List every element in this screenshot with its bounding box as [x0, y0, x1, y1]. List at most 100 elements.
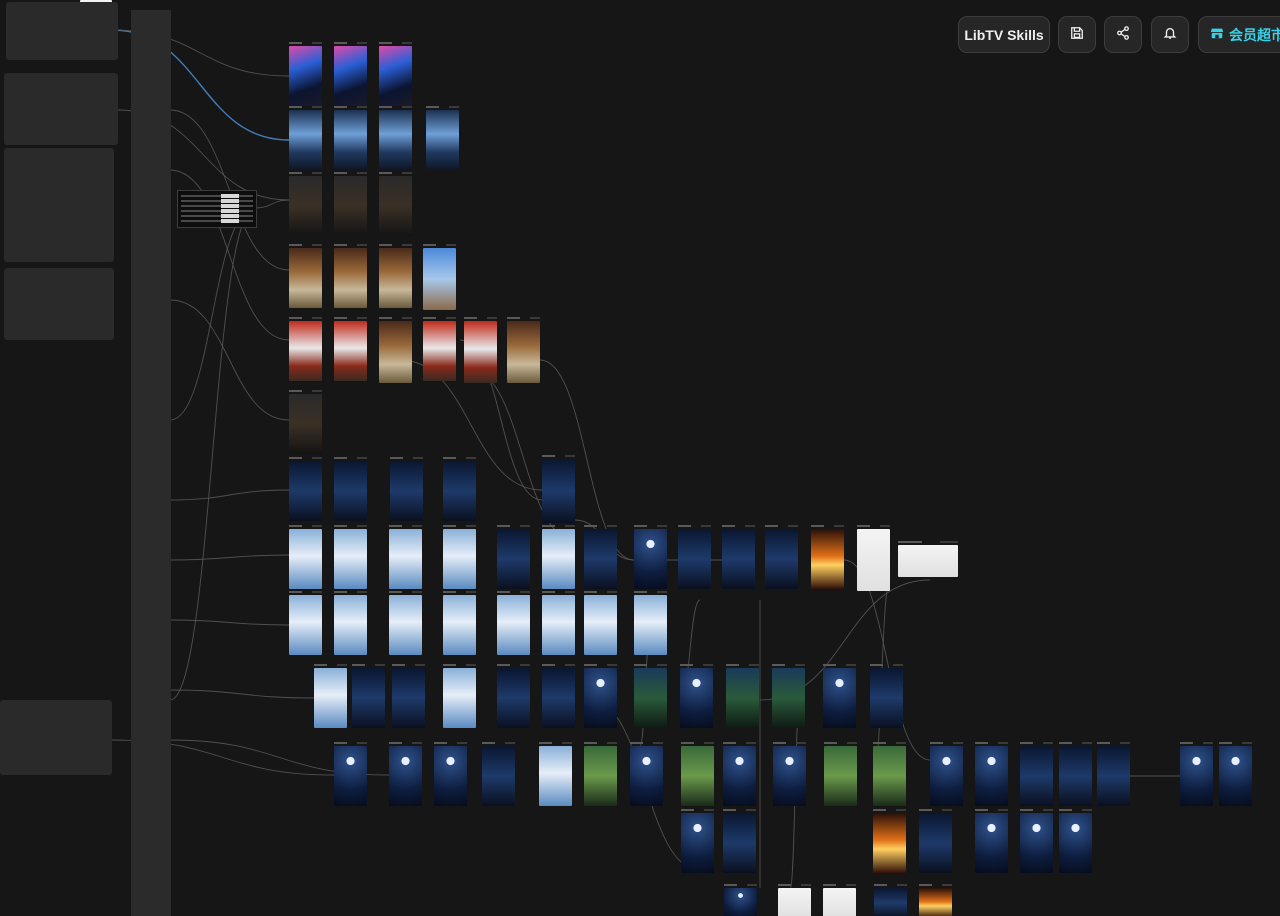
image-node[interactable]: [443, 457, 477, 521]
image-node[interactable]: [919, 809, 953, 873]
image-node[interactable]: [874, 884, 908, 916]
image-node[interactable]: [289, 42, 323, 106]
image-node[interactable]: [314, 664, 348, 728]
notifications-button[interactable]: [1151, 16, 1189, 53]
share-button[interactable]: [1104, 16, 1142, 53]
character-sheet-group-boy[interactable]: [6, 2, 118, 60]
image-node[interactable]: [919, 884, 953, 916]
image-node[interactable]: [930, 742, 964, 806]
image-node[interactable]: [765, 525, 799, 589]
image-node[interactable]: [823, 884, 857, 916]
image-node[interactable]: [482, 742, 516, 806]
character-sheet-group-wolf[interactable]: [4, 148, 114, 262]
image-node[interactable]: [379, 42, 413, 106]
image-node[interactable]: [389, 742, 423, 806]
image-node[interactable]: [334, 525, 368, 589]
image-node[interactable]: [334, 742, 368, 806]
image-node[interactable]: [423, 244, 457, 310]
image-node[interactable]: [423, 317, 457, 381]
image-node[interactable]: [289, 591, 323, 655]
image-node[interactable]: [443, 591, 477, 655]
image-node[interactable]: [426, 106, 460, 170]
image-node[interactable]: [584, 742, 618, 806]
image-node[interactable]: [539, 742, 573, 806]
image-node[interactable]: [434, 742, 468, 806]
image-node[interactable]: [873, 809, 907, 873]
image-node[interactable]: [379, 172, 413, 236]
image-node[interactable]: [379, 106, 413, 170]
image-node[interactable]: [352, 664, 386, 728]
image-node[interactable]: [542, 591, 576, 655]
image-node[interactable]: [857, 525, 891, 591]
image-node[interactable]: [681, 742, 715, 806]
image-node[interactable]: [723, 809, 757, 873]
member-market-button[interactable]: 会员超市: [1198, 16, 1280, 53]
character-sheet-group-boy-2[interactable]: [0, 700, 112, 775]
image-node[interactable]: [334, 457, 368, 521]
image-node[interactable]: [334, 591, 368, 655]
image-node[interactable]: [634, 591, 668, 655]
image-node[interactable]: [334, 106, 368, 170]
image-node[interactable]: [873, 742, 907, 806]
image-node[interactable]: [334, 42, 368, 106]
image-node[interactable]: [389, 525, 423, 589]
shot-list-column[interactable]: [131, 10, 171, 916]
image-node[interactable]: [811, 525, 845, 589]
image-node[interactable]: [392, 664, 426, 728]
image-node[interactable]: [289, 457, 323, 521]
libtv-skills-button[interactable]: LibTV Skills: [958, 16, 1050, 53]
image-node[interactable]: [289, 106, 323, 170]
image-node[interactable]: [389, 591, 423, 655]
image-node[interactable]: [681, 809, 715, 873]
character-sheet-group-wolf-2[interactable]: [4, 268, 114, 340]
image-node[interactable]: [723, 742, 757, 806]
image-node[interactable]: [823, 664, 857, 728]
image-node[interactable]: [289, 317, 323, 381]
save-button[interactable]: [1058, 16, 1096, 53]
image-node[interactable]: [443, 525, 477, 589]
image-node[interactable]: [726, 664, 760, 728]
image-node[interactable]: [334, 172, 368, 236]
image-node[interactable]: [1059, 809, 1093, 873]
image-node[interactable]: [289, 244, 323, 308]
image-node[interactable]: [497, 525, 531, 589]
image-node[interactable]: [634, 525, 668, 589]
image-node[interactable]: [379, 317, 413, 383]
image-node[interactable]: [334, 244, 368, 308]
image-node[interactable]: [584, 591, 618, 655]
image-node[interactable]: [1020, 809, 1054, 873]
image-node[interactable]: [289, 525, 323, 589]
image-node[interactable]: [1059, 742, 1093, 806]
image-node[interactable]: [390, 457, 424, 521]
image-node[interactable]: [542, 455, 576, 523]
image-node[interactable]: [1180, 742, 1214, 806]
image-node[interactable]: [334, 317, 368, 381]
image-node[interactable]: [584, 664, 618, 728]
image-node[interactable]: [464, 317, 498, 383]
character-sheet-group-boy-shirtless[interactable]: [4, 73, 118, 145]
image-node[interactable]: [289, 172, 323, 236]
image-node[interactable]: [1097, 742, 1131, 806]
image-node[interactable]: [898, 541, 958, 577]
image-node[interactable]: [379, 244, 413, 308]
image-node[interactable]: [497, 591, 531, 655]
image-node[interactable]: [870, 664, 904, 728]
image-node[interactable]: [778, 884, 812, 916]
image-node[interactable]: [975, 742, 1009, 806]
image-node[interactable]: [443, 664, 477, 728]
image-node[interactable]: [1020, 742, 1054, 806]
image-node[interactable]: [724, 884, 758, 916]
image-node[interactable]: [497, 664, 531, 728]
image-node[interactable]: [289, 390, 323, 454]
image-node[interactable]: [678, 525, 712, 589]
image-node[interactable]: [507, 317, 541, 383]
image-node[interactable]: [542, 525, 576, 589]
image-node[interactable]: [630, 742, 664, 806]
image-node[interactable]: [584, 525, 618, 589]
image-node[interactable]: [634, 664, 668, 728]
image-node[interactable]: [773, 742, 807, 806]
image-node[interactable]: [772, 664, 806, 728]
image-node[interactable]: [1219, 742, 1253, 806]
image-node[interactable]: [975, 809, 1009, 873]
